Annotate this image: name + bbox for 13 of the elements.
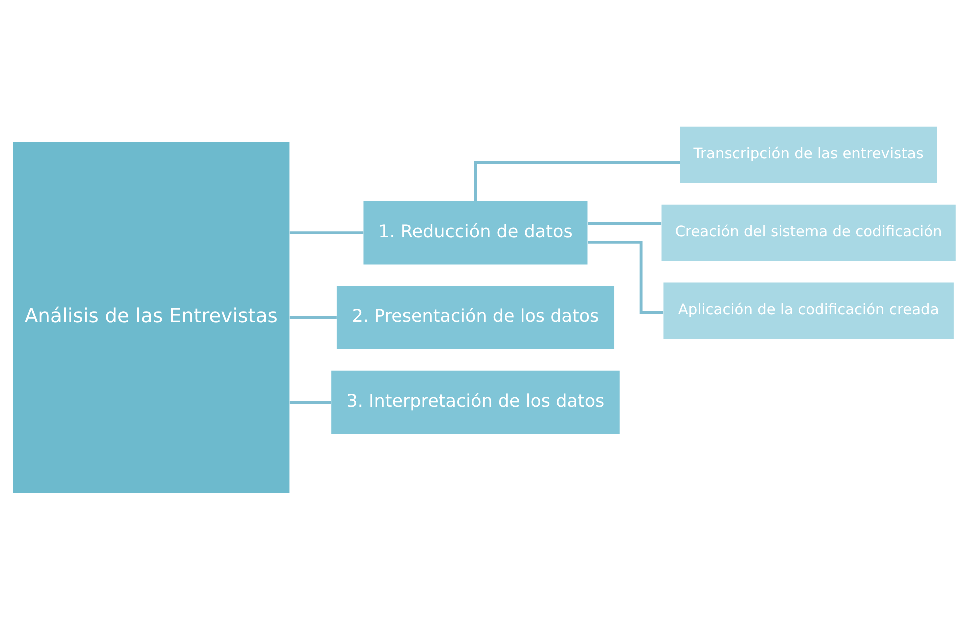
connector [588,222,662,225]
connector [588,240,664,314]
connector [290,400,332,404]
connector [474,160,680,201]
node-box: Aplicación de la codificación creada [664,282,954,339]
node-box: 1. Reducción de datos [364,200,588,264]
node-box: Análisis de las Entrevistas [13,142,290,493]
node-box: 2. Presentación de los datos [336,286,615,349]
connector [290,231,364,234]
node-box: 3. Interpretación de los datos [332,370,620,434]
node-box: Creación del sistema de codificación [662,204,956,261]
connector [290,316,337,319]
node-box: Transcripción de las entrevistas [680,126,938,183]
